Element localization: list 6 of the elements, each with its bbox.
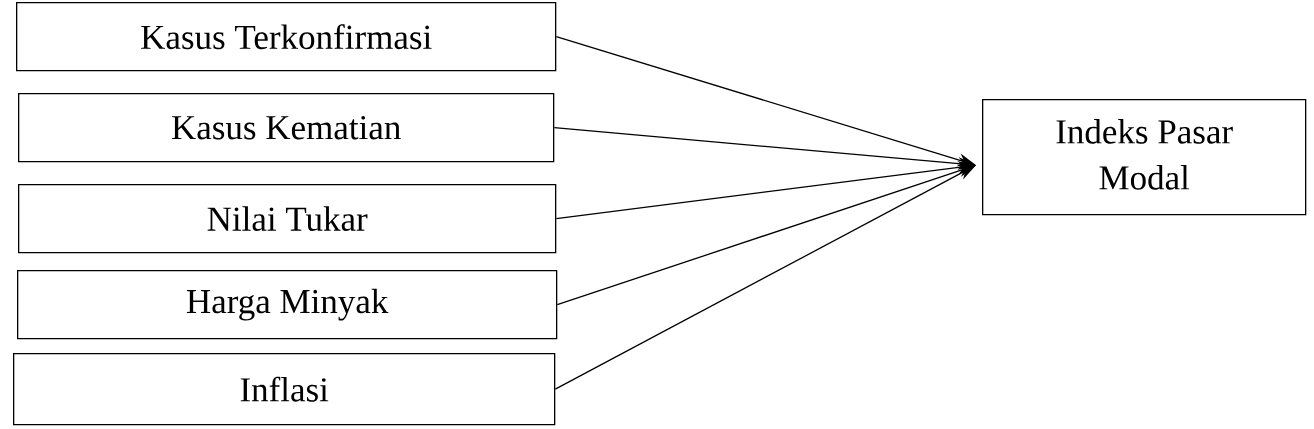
text-box: Kasus Terkonfirmasi [16,2,557,72]
text-box: Nilai Tukar [18,184,557,254]
text-box: Indeks Pasar Modal [982,99,1307,216]
text-box: Harga Minyak [17,270,558,340]
text-box: Kasus Kematian [18,93,555,163]
text-box: Inflasi [13,353,556,426]
